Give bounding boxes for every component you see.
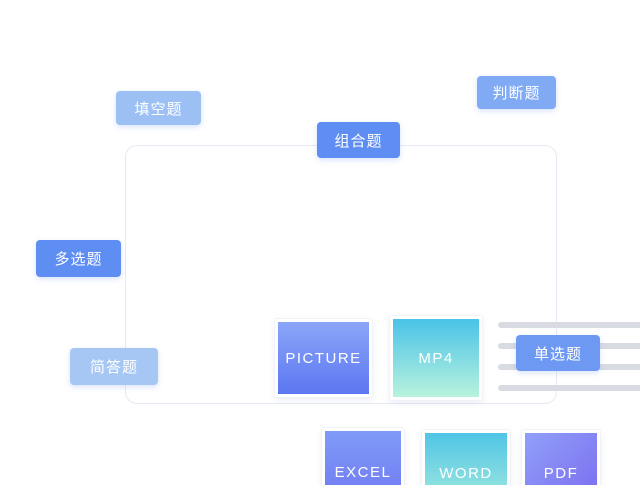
- file-types-card: PICTURE MP4 EXCEL WORD PDF: [125, 145, 640, 485]
- placeholder-line: [498, 322, 640, 328]
- tag-composite-label: 组合题: [334, 132, 383, 150]
- tile-word-label: WORD: [439, 464, 493, 482]
- tile-pdf: PDF: [522, 430, 600, 485]
- tag-single-choice-label: 单选题: [533, 345, 582, 363]
- tag-short-answer: 简答题: [70, 348, 158, 385]
- tag-short-answer-label: 简答题: [89, 359, 138, 376]
- tag-true-false: 判断题: [477, 76, 556, 109]
- tag-true-false-label: 判断题: [492, 85, 541, 102]
- tag-fill-blank: 填空题: [116, 91, 201, 125]
- tile-mp4: MP4: [390, 316, 482, 400]
- tag-fill-blank-label: 填空题: [134, 100, 183, 118]
- tag-multiple-choice: 多选题: [36, 240, 121, 277]
- tile-mp4-label: MP4: [418, 349, 454, 367]
- tile-excel: EXCEL: [322, 428, 404, 485]
- tile-excel-label: EXCEL: [334, 463, 392, 481]
- placeholder-line: [498, 385, 640, 391]
- tag-multiple-choice-label: 多选题: [54, 251, 103, 268]
- tag-composite: 组合题: [317, 122, 400, 158]
- tile-picture: PICTURE: [275, 319, 372, 397]
- tile-pdf-label: PDF: [543, 464, 579, 482]
- tile-word: WORD: [422, 430, 510, 485]
- tag-single-choice: 单选题: [516, 335, 600, 371]
- tile-picture-label: PICTURE: [285, 349, 362, 367]
